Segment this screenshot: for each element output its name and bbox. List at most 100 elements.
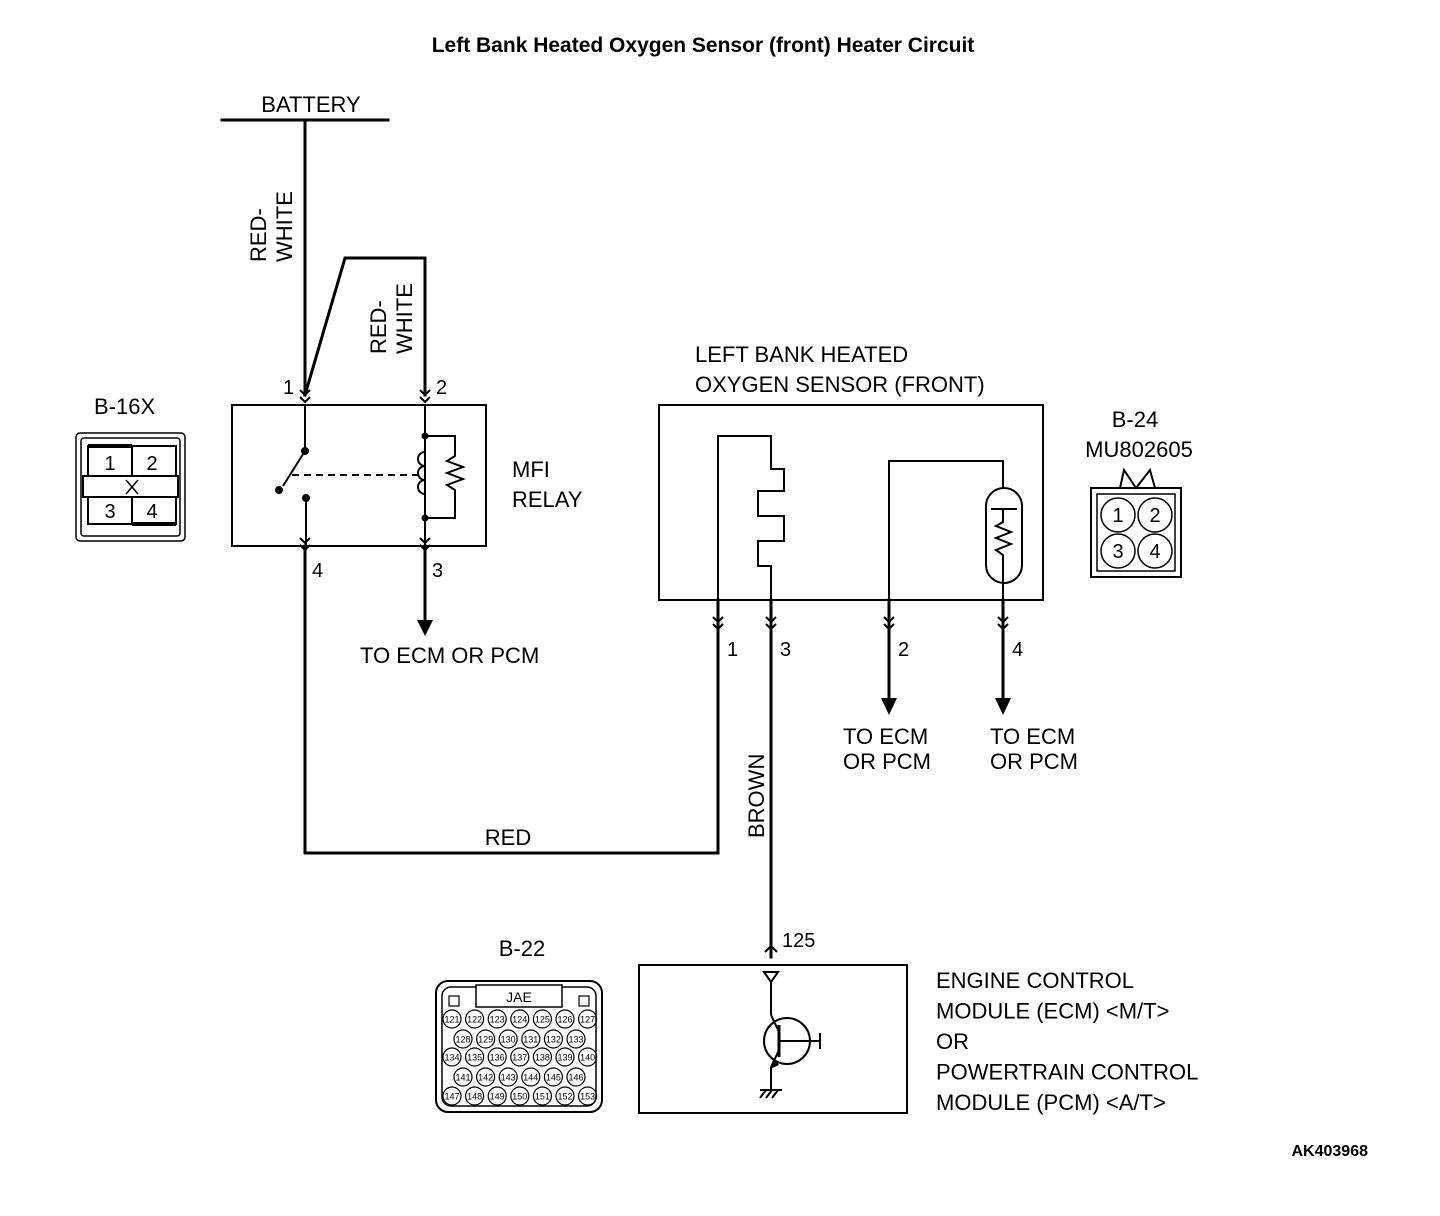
figure-id: AK403968	[1292, 1143, 1369, 1160]
b16x-pin-4: 4	[146, 501, 157, 523]
relay-pin-3: 3	[432, 560, 443, 582]
b22-pin-label: 134	[444, 1053, 459, 1063]
b22-pin-cavity	[510, 1047, 530, 1067]
b22-pin-cavity	[543, 1067, 564, 1087]
b22-pin-cavity	[566, 1029, 586, 1049]
b22-pin-cavity	[532, 1086, 553, 1106]
b22-pin-cavity	[543, 1029, 564, 1049]
b22-pin-cavity	[577, 1086, 598, 1106]
b22-pin-label: 127	[580, 1015, 595, 1025]
arrow-relay-to-ecm	[417, 620, 433, 636]
ecm-pcm	[638, 964, 908, 1114]
sensor-pin-4: 4	[1012, 639, 1023, 661]
b22-pin-label: 140	[580, 1053, 595, 1063]
b22-pin-label: 143	[501, 1073, 516, 1083]
b22-pin-cavity	[453, 1029, 473, 1049]
wire-color-relay-pin2: RED-WHITE	[366, 283, 417, 354]
wire-relay-pin1-to-pin2	[303, 256, 427, 397]
b22-pin-cavity	[555, 1047, 575, 1067]
b22-pin-label: 149	[490, 1092, 505, 1102]
b22-pin-label: 150	[512, 1092, 527, 1102]
b22-pin-cavity	[442, 1009, 462, 1029]
relay-pin-1: 1	[283, 377, 294, 399]
wire-color-brown: BROWN	[744, 754, 769, 838]
ecm-pin-125: 125	[782, 930, 815, 952]
connector-b22-maker: JAE	[506, 989, 532, 1005]
b22-pin-label: 138	[535, 1053, 550, 1063]
b22-pin-label: 144	[523, 1073, 538, 1083]
b22-pin-cavity	[577, 1009, 598, 1029]
battery: BATTERY	[220, 92, 390, 122]
b22-pin-cavity	[498, 1067, 518, 1087]
arrow-sensor-pin2-to-ecm	[881, 698, 897, 715]
b22-pin-label: 151	[535, 1092, 550, 1102]
b22-pin-cavity	[453, 1067, 473, 1087]
connector-b22: B-22 JAE 121 122 123 124 125 126 127 128 129 130 1…	[435, 936, 603, 1113]
arrow-sensor-pin4-to-ecm	[995, 698, 1011, 715]
b22-pin-label: 145	[546, 1073, 561, 1083]
b24-pin-2: 2	[1149, 505, 1160, 527]
connector-b24-id: B-24	[1112, 407, 1158, 432]
b22-pin-label: 137	[512, 1053, 527, 1063]
connector-b22-id: B-22	[499, 936, 545, 961]
b22-pin-label: 142	[478, 1073, 493, 1083]
wire-color-battery: RED-WHITE	[246, 191, 297, 262]
b22-pin-label: 129	[478, 1035, 493, 1045]
b22-pin-cavity	[442, 1086, 462, 1106]
relay-pin-2: 2	[436, 377, 447, 399]
b22-pin-label: 148	[467, 1092, 482, 1102]
battery-label: BATTERY	[261, 92, 361, 117]
b24-pin-1: 1	[1112, 505, 1123, 527]
b22-pin-cavity	[555, 1009, 575, 1029]
b16x-pin-3: 3	[104, 501, 115, 523]
b22-pin-cavity	[532, 1009, 553, 1029]
b22-pin-cavity	[510, 1009, 530, 1029]
wire-color-red: RED	[485, 825, 531, 850]
b22-pin-label: 139	[557, 1053, 572, 1063]
b22-pin-label: 141	[455, 1073, 470, 1083]
b22-pin-cavity	[532, 1047, 553, 1067]
b22-pin-label: 147	[444, 1092, 459, 1102]
relay-pin3-destination: TO ECM OR PCM	[360, 643, 539, 668]
b22-pin-label: 124	[512, 1015, 527, 1025]
b22-pin-label: 128	[455, 1035, 470, 1045]
b16x-pin-2: 2	[146, 453, 157, 475]
b22-pin-label: 123	[490, 1015, 505, 1025]
b22-pin-cavity	[577, 1047, 598, 1067]
b22-pin-cavity	[487, 1086, 507, 1106]
b22-pin-label: 122	[467, 1015, 482, 1025]
b22-pin-cavity	[465, 1086, 485, 1106]
b22-pin-label: 133	[568, 1035, 583, 1045]
b22-pin-cavity	[521, 1029, 541, 1049]
relay-pin-4: 4	[312, 560, 323, 582]
b22-pin-cavity	[487, 1009, 507, 1029]
b22-pin-label: 135	[467, 1053, 482, 1063]
sensor-pin-1: 1	[727, 639, 738, 661]
b22-pin-label: 121	[444, 1015, 459, 1025]
sensor-pin-2: 2	[898, 639, 909, 661]
b22-pin-cavity	[442, 1047, 462, 1067]
b22-pin-cavity	[476, 1067, 496, 1087]
b24-pin-3: 3	[1112, 541, 1123, 563]
b22-pin-label: 153	[580, 1092, 595, 1102]
b22-pin-label: 146	[568, 1073, 583, 1083]
b22-pin-cavity	[465, 1047, 485, 1067]
connector-b24: B-24 MU802605 1 2 3 4	[1085, 407, 1193, 578]
b22-pin-label: 125	[535, 1015, 550, 1025]
b16x-pin-1: 1	[104, 453, 115, 475]
b22-pin-label: 131	[523, 1035, 538, 1045]
b22-pin-label: 126	[557, 1015, 572, 1025]
b24-pin-4: 4	[1149, 541, 1160, 563]
b22-pin-cavity	[476, 1029, 496, 1049]
b22-pin-label: 132	[546, 1035, 561, 1045]
connector-b16x-id: B-16X	[94, 394, 155, 419]
b22-pin-cavity	[510, 1086, 530, 1106]
b22-pin-cavity	[521, 1067, 541, 1087]
b22-pin-label: 130	[501, 1035, 516, 1045]
